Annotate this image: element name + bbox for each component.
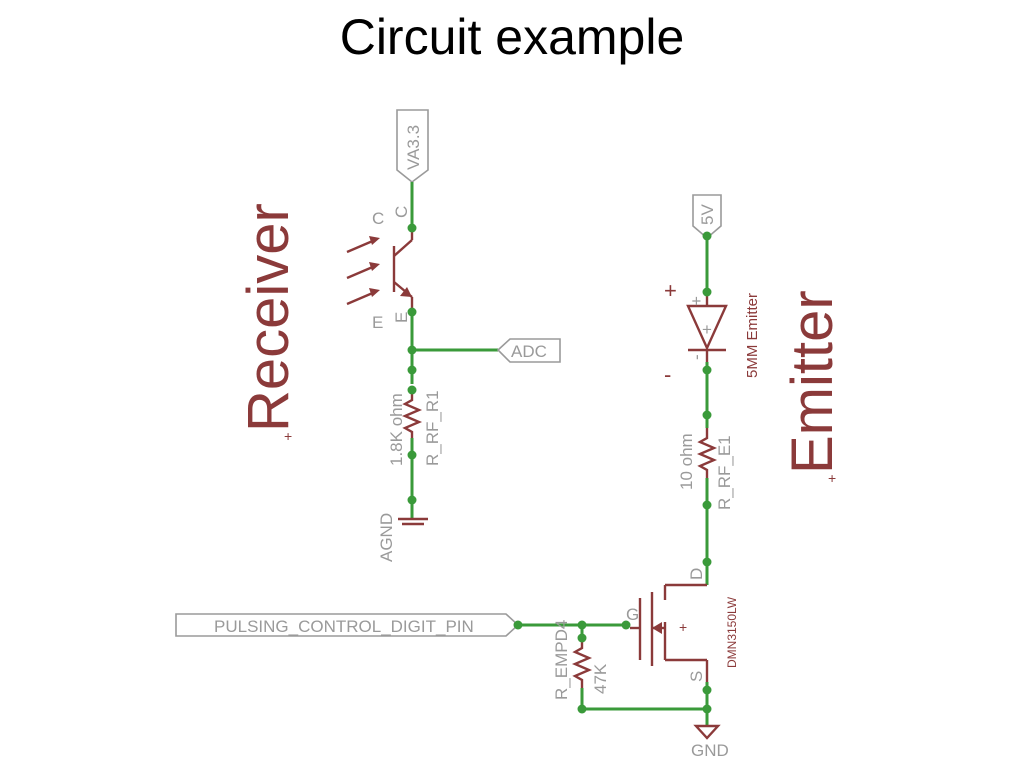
mosfet-name-label: DMN3150LW <box>725 596 739 668</box>
resistor-r-empd4 <box>571 640 593 688</box>
r-empd4-name: R_EMPD4 <box>552 620 571 700</box>
r-rf-r1-name: R_RF_R1 <box>423 390 442 466</box>
agnd-symbol <box>398 517 428 526</box>
phototransistor <box>346 228 414 312</box>
resistor-r-rf-e1 <box>696 428 718 478</box>
gnd-symbol <box>693 724 721 740</box>
led-name-label: 5MM Emitter <box>744 293 761 378</box>
emitter-origin-mark: + <box>828 470 836 486</box>
receiver-collector-pin: C <box>392 206 411 218</box>
va33-supply-flag <box>396 109 429 184</box>
receiver-section-label: Receiver <box>236 203 301 432</box>
gnd-label: GND <box>691 741 729 760</box>
emitter-junction-dot <box>702 500 712 510</box>
receiver-origin-mark: + <box>284 428 292 444</box>
receiver-junction-dot <box>407 495 417 505</box>
receiver-junction-dot <box>407 223 417 233</box>
emitter-junction-dot <box>702 365 712 375</box>
mosfet-gate-label: G <box>626 605 639 624</box>
led-minus-marker: - <box>664 362 671 387</box>
emitter-junction-dot <box>702 231 712 241</box>
gate-junction-dot <box>513 620 523 630</box>
receiver-junction-dot <box>407 345 417 355</box>
receiver-emitter-pin: E <box>392 312 411 323</box>
emitter-junction-dot <box>702 704 712 714</box>
5v-supply-flag <box>692 194 722 240</box>
mosfet-source-label: S <box>687 671 706 682</box>
mosfet-drain-label: D <box>687 568 706 580</box>
receiver-junction-dot <box>407 307 417 317</box>
led-inner-plus: + <box>702 320 712 339</box>
led-cathode-pin: - <box>687 354 706 360</box>
resistor-r-rf-r1 <box>401 392 423 438</box>
emitter-junction-dot <box>702 685 712 695</box>
receiver-junction-dot <box>407 365 417 375</box>
pulse-pin-label: PULSING_CONTROL_DIGIT_PIN <box>214 617 474 636</box>
5v-label: 5V <box>698 204 717 225</box>
emitter-junction-dot <box>702 557 712 567</box>
r-rf-e1-name: R_RF_E1 <box>715 435 734 510</box>
adc-flag <box>496 338 561 363</box>
slide-title: Circuit example <box>339 9 685 65</box>
adc-label: ADC <box>511 342 547 361</box>
led-anode-pin: + <box>687 296 706 306</box>
emitter-junction-dot <box>702 287 712 297</box>
agnd-label: AGND <box>377 513 396 562</box>
emitter-led <box>686 292 728 362</box>
r-empd4-value: 47K <box>591 663 610 694</box>
gate-junction-dot <box>621 620 631 630</box>
gate-junction-dot <box>577 633 587 643</box>
receiver-emitter-label: E <box>372 313 383 332</box>
va33-label: VA3.3 <box>404 125 423 170</box>
mosfet <box>630 583 709 682</box>
mosfet-plus-marker: + <box>679 619 687 635</box>
gate-junction-dot <box>577 704 587 714</box>
emitter-junction-dot <box>702 410 712 420</box>
receiver-junction-dot <box>407 385 417 395</box>
r-rf-r1-value: 1.8K ohm <box>387 393 406 466</box>
r-rf-e1-value: 10 ohm <box>677 433 696 490</box>
pulse-pin-flag <box>175 613 520 637</box>
receiver-collector-label: C <box>372 209 384 228</box>
gate-junction-dot <box>577 620 587 630</box>
receiver-junction-dot <box>407 450 417 460</box>
emitter-section-label: Emitter <box>780 290 845 474</box>
led-plus-marker: + <box>664 278 677 303</box>
